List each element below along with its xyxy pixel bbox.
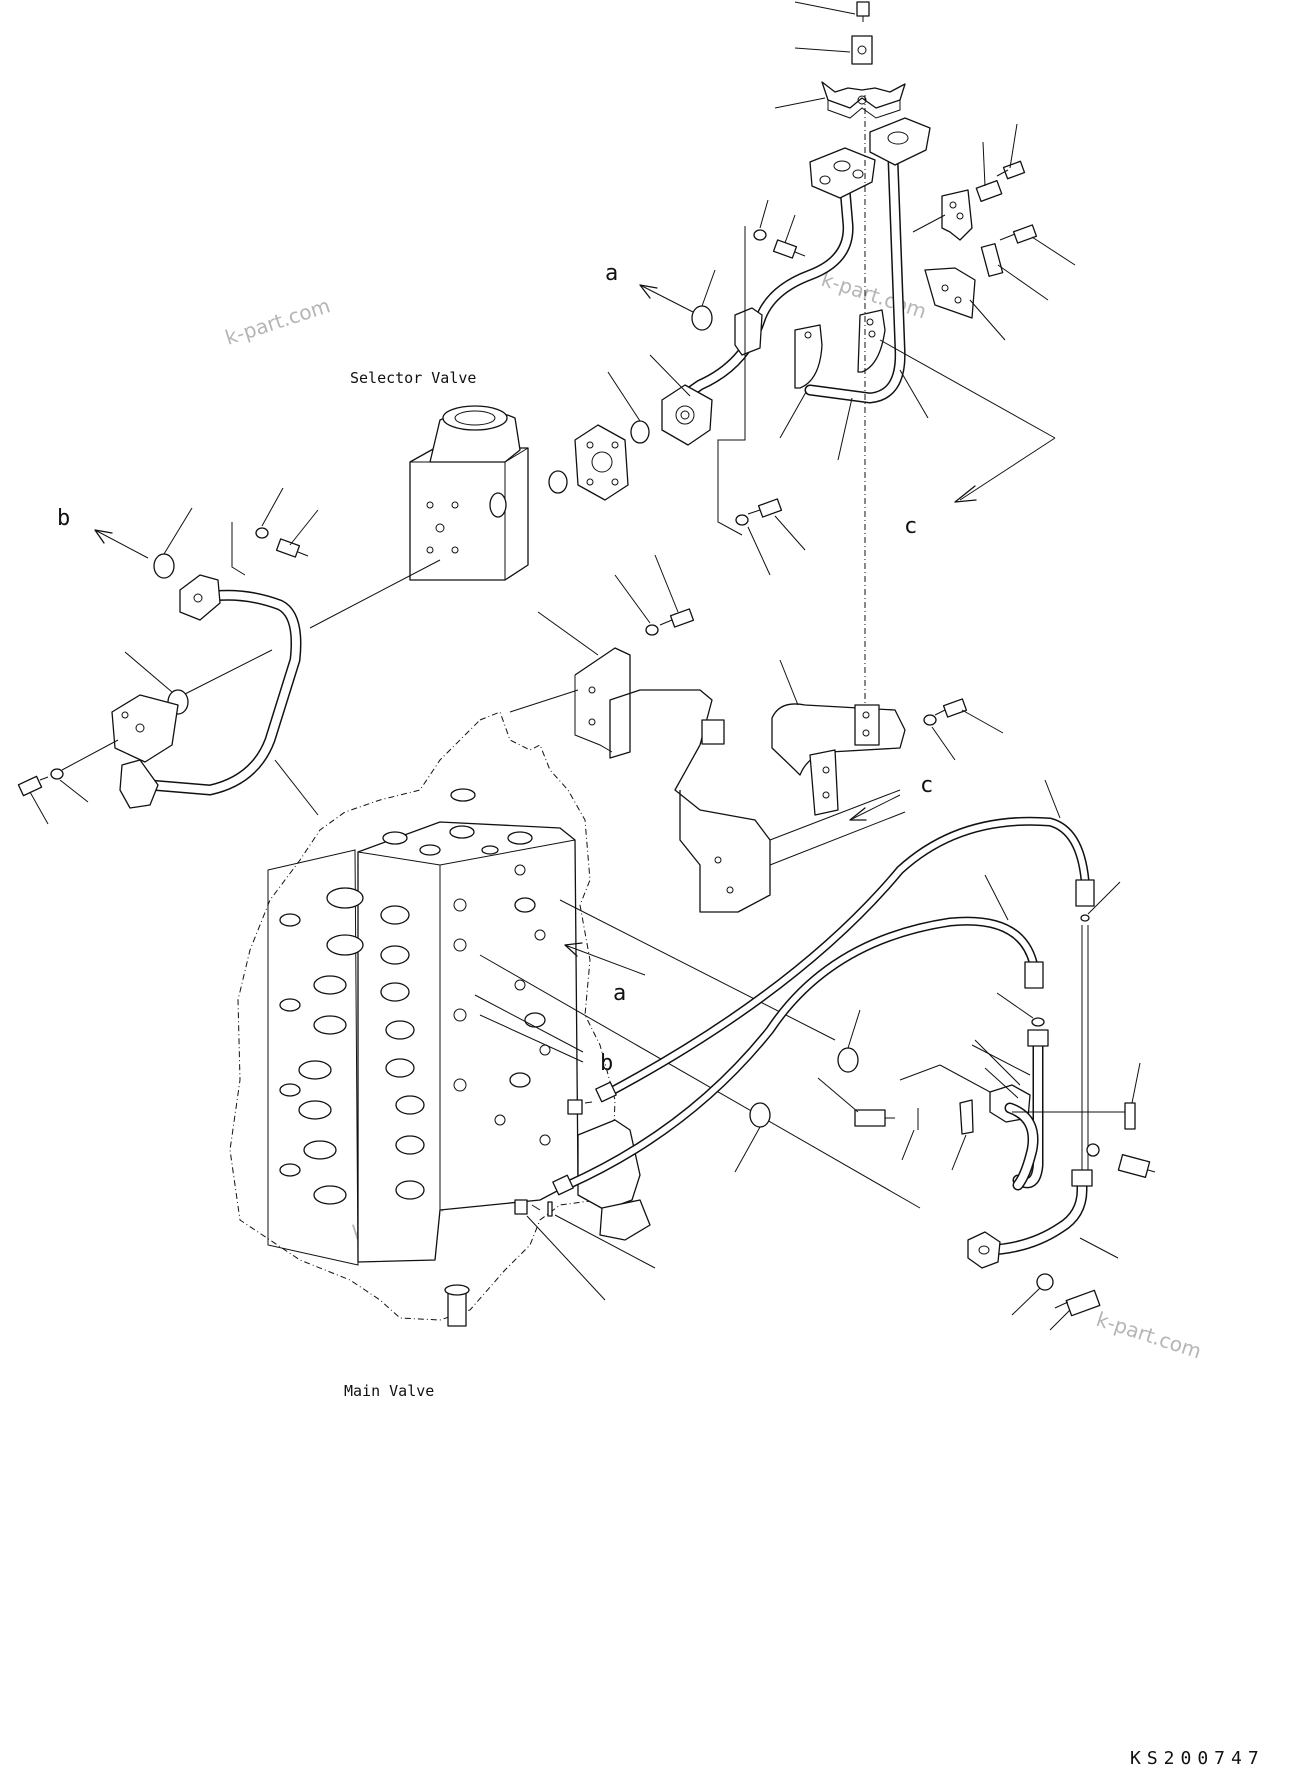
main-valve-top-bosses: [382, 788, 533, 856]
lower-tube: [967, 1169, 1093, 1269]
bolt-icon-clamp: [934, 698, 968, 718]
o-ring-icon-top-a: [691, 305, 713, 331]
right-small-clamps: [912, 123, 1076, 341]
plate-icon-right-3: [1124, 1102, 1136, 1130]
ref-label-b-left: b: [57, 506, 70, 531]
bolt-icon-right-3: [1117, 1153, 1156, 1179]
o-ring-icon-right-1: [837, 1047, 859, 1073]
left-pipe-flange-top: [179, 574, 221, 621]
o-ring-icon-b-top: [153, 553, 175, 579]
bolt-icon-right-1: [996, 160, 1026, 180]
top-bolt-icon: [856, 1, 870, 22]
washer-icon-bracket: [645, 624, 659, 636]
hose-short: [552, 916, 1044, 1196]
vertical-tube-right: [1081, 925, 1089, 1178]
watermark-bottom-right: k-part.com: [1093, 1307, 1204, 1363]
selector-flange-plate: [574, 424, 629, 501]
washer-icon-lower: [1036, 1273, 1054, 1291]
o-ring-icon-selector-2: [548, 470, 568, 494]
upper-left-seals: a: [548, 199, 806, 576]
ref-label-a-top: a: [605, 261, 618, 286]
top-clamp-icon: [821, 81, 906, 119]
left-pipe-flange-bottom: [111, 694, 179, 763]
left-pipe-elbow: [119, 759, 159, 809]
bolt-icon-upper: [772, 239, 806, 259]
left-flange-pipe: [684, 147, 876, 398]
clip-icon-right-2: [924, 267, 976, 319]
o-ring-icon-selector-1: [630, 420, 650, 444]
washer-icon-upper: [753, 229, 767, 241]
bracket-pin: [701, 719, 725, 745]
selector-valve: Selector Valve: [350, 369, 529, 581]
fitting-icon-main-valve-2: [567, 1099, 593, 1115]
selector-valve-label: Selector Valve: [350, 369, 476, 387]
main-valve-port-leaders: a b: [474, 899, 921, 1209]
bolt-icon-lower: [1054, 1289, 1101, 1317]
bolt-icon-b-bottom: [17, 775, 49, 797]
main-valve-side-boss: [599, 1199, 651, 1241]
top-plate-icon: [851, 35, 873, 65]
clip-icon-row: [959, 1099, 974, 1135]
drawing-number: KS200747: [1130, 1748, 1265, 1768]
washer-icon-right-3: [1086, 1143, 1100, 1157]
fitting-icon-main-valve: [514, 1199, 553, 1217]
main-valve-foot: [447, 1291, 467, 1327]
selector-side-flange: [661, 384, 713, 446]
hose-long: [595, 816, 1095, 1103]
bolt-icon-middle: [747, 498, 783, 518]
upper-pipe-assembly: [661, 95, 1056, 705]
pipe-block-a: [734, 307, 763, 356]
top-clamp-assembly: [774, 1, 906, 119]
main-valve: Main Valve: [229, 711, 656, 1400]
right-clamp-bracket: c c: [771, 514, 1004, 821]
main-valve-label: Main Valve: [344, 1382, 434, 1400]
washer-icon-b-bottom: [50, 768, 64, 780]
tee-fitting: [989, 1084, 1039, 1191]
o-ring-icon-vertical-tube: [1080, 914, 1090, 922]
fitting-icon-hose-end: [1031, 1017, 1045, 1027]
washer-icon-clamp: [923, 714, 937, 726]
bolt-icon-right-2: [999, 224, 1038, 244]
washer-icon-b: [255, 527, 269, 539]
bolt-icon-bracket: [659, 608, 695, 628]
bolt-icon-b: [275, 538, 309, 558]
central-bracket: [509, 554, 906, 913]
washer-icon-middle: [735, 514, 749, 526]
bolt-icon-row: [854, 1109, 895, 1127]
main-valve-spool-stack: [267, 849, 425, 1266]
ref-label-b-main: b: [600, 1051, 613, 1076]
watermark-top-left: k-part.com: [222, 293, 333, 349]
ref-label-c-upper: c: [904, 514, 917, 539]
plate-icon-right-2: [980, 243, 1004, 277]
pipe-bracket-left: [794, 324, 823, 389]
ref-label-c-lower: c: [920, 773, 933, 798]
o-ring-icon-right-2: [749, 1102, 771, 1128]
washer-plate-right-1: [975, 180, 1003, 202]
hose-assembly: [552, 779, 1156, 1331]
left-pipe-assembly: b: [17, 487, 441, 825]
ref-label-a-main: a: [613, 981, 626, 1006]
